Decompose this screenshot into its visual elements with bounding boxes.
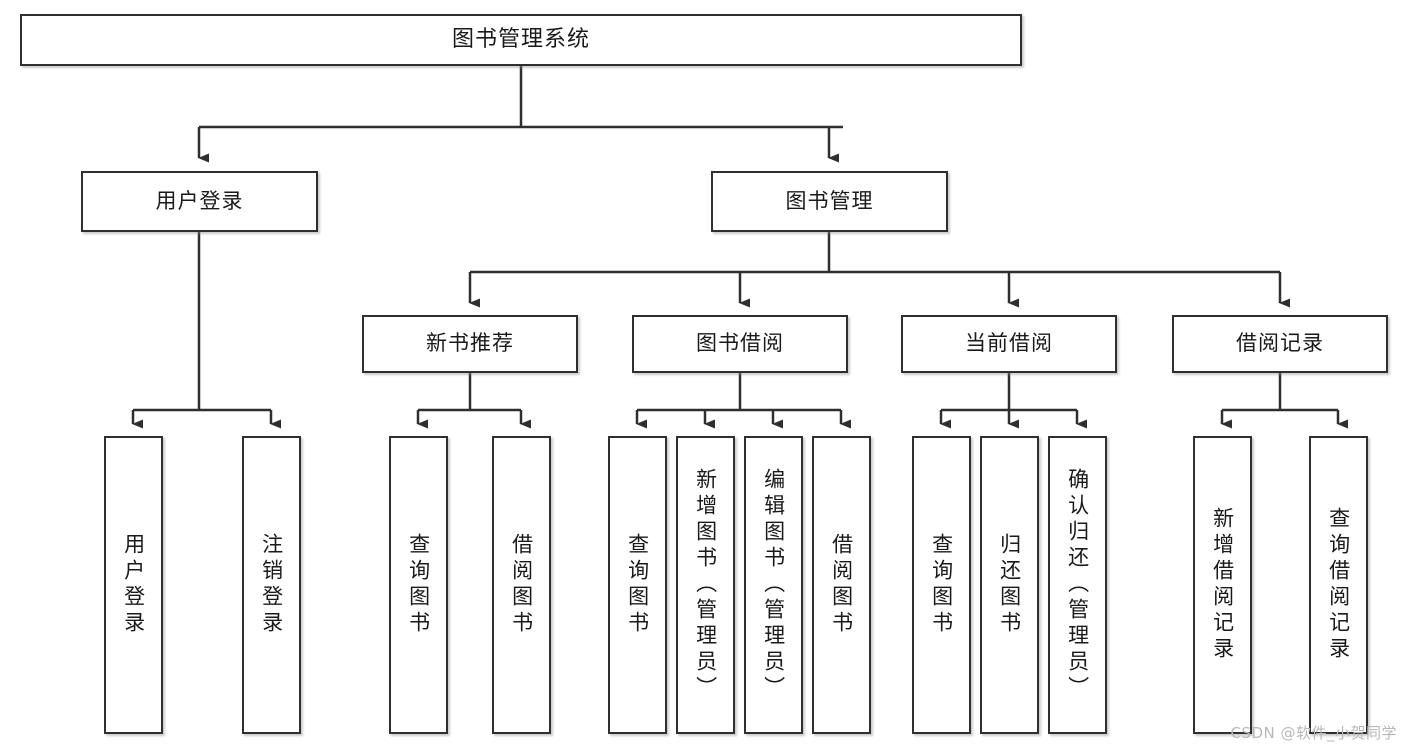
leaf-user-login[interactable]: 用户登录: [104, 436, 163, 734]
node-label: 编辑图书（管理员）: [761, 468, 786, 702]
leaf-query-book-new[interactable]: 查询图书: [389, 436, 448, 734]
node-label: 查询借阅记录: [1326, 507, 1351, 663]
leaf-edit-book-admin[interactable]: 编辑图书（管理员）: [744, 436, 803, 734]
node-root-book-management-system[interactable]: 图书管理系统: [20, 14, 1022, 66]
node-label: 借阅图书: [829, 533, 854, 637]
leaf-borrow-book[interactable]: 借阅图书: [812, 436, 871, 734]
node-label: 当前借阅: [965, 331, 1053, 356]
leaf-query-book-borrow[interactable]: 查询图书: [608, 436, 667, 734]
leaf-return-book[interactable]: 归还图书: [980, 436, 1039, 734]
node-label: 图书管理系统: [451, 26, 590, 52]
node-user-login[interactable]: 用户登录: [81, 171, 318, 232]
leaf-borrow-book-new[interactable]: 借阅图书: [492, 436, 551, 734]
node-new-book-recommendation[interactable]: 新书推荐: [362, 315, 578, 373]
leaf-query-book-current[interactable]: 查询图书: [912, 436, 971, 734]
node-label: 归还图书: [997, 533, 1022, 637]
watermark: CSDN @软件_小贺同学: [1230, 724, 1397, 742]
node-label: 借阅记录: [1236, 331, 1324, 356]
node-label: 借阅图书: [509, 533, 534, 637]
leaf-add-book-admin[interactable]: 新增图书（管理员）: [676, 436, 735, 734]
node-label: 查询图书: [929, 533, 954, 637]
node-current-borrowing[interactable]: 当前借阅: [901, 315, 1117, 373]
node-label: 图书借阅: [696, 331, 784, 356]
node-label: 用户登录: [121, 533, 146, 637]
leaf-add-borrow-record[interactable]: 新增借阅记录: [1193, 436, 1252, 734]
node-label: 新增借阅记录: [1210, 507, 1235, 663]
leaf-logout[interactable]: 注销登录: [242, 436, 301, 734]
node-borrowing-record[interactable]: 借阅记录: [1172, 315, 1388, 373]
node-label: 图书管理: [785, 188, 874, 213]
leaf-confirm-return-admin[interactable]: 确认归还（管理员）: [1048, 436, 1107, 734]
node-label: 查询图书: [625, 533, 650, 637]
node-label: 新增图书（管理员）: [693, 468, 718, 702]
leaf-query-borrow-record[interactable]: 查询借阅记录: [1309, 436, 1368, 734]
node-label: 注销登录: [259, 533, 284, 637]
node-label: 用户登录: [155, 188, 244, 213]
node-label: 确认归还（管理员）: [1065, 468, 1090, 702]
node-label: 查询图书: [406, 533, 431, 637]
node-book-borrowing[interactable]: 图书借阅: [632, 315, 848, 373]
node-label: 新书推荐: [426, 331, 514, 356]
node-book-management[interactable]: 图书管理: [711, 171, 948, 232]
